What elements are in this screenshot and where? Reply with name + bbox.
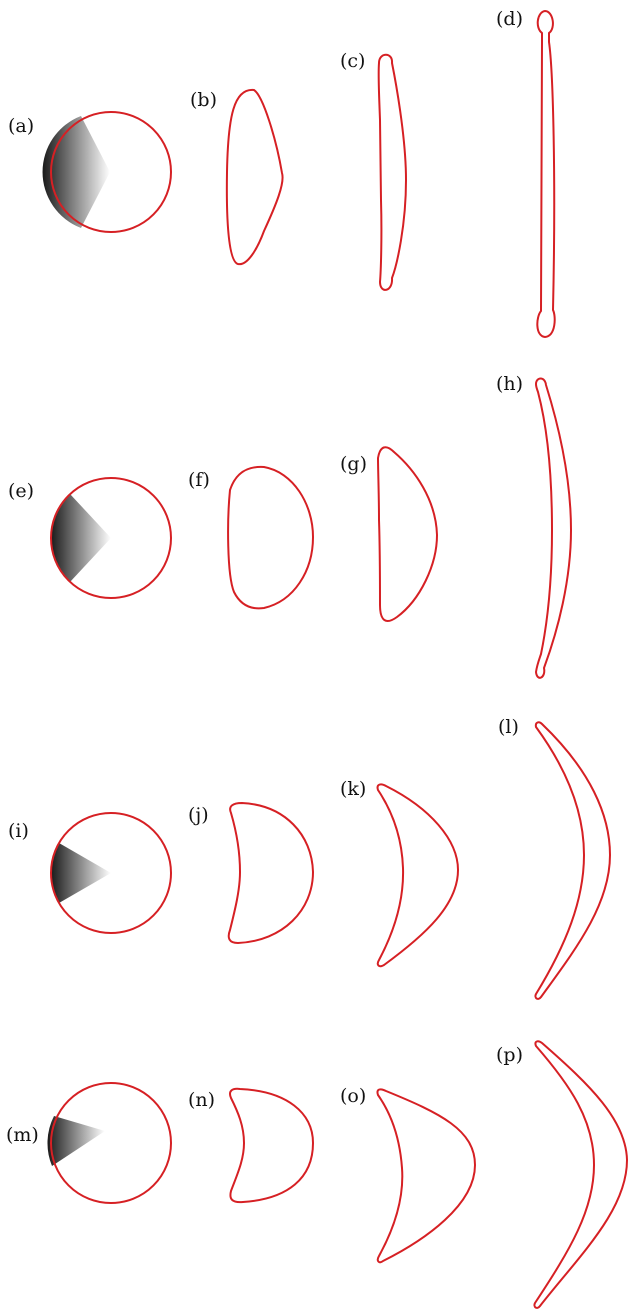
shape-outline-d: [536, 10, 556, 338]
panel-label-j: (j): [188, 804, 209, 826]
shaded-sector-m: [47, 1116, 105, 1166]
panel-m: (m): [6, 1082, 172, 1204]
panel-label-g: (g): [340, 453, 367, 475]
panel-label-e: (e): [8, 480, 34, 502]
panel-label-o: (o): [340, 1085, 366, 1107]
shape-outline-j: [227, 802, 314, 944]
shape-outline-k: [376, 783, 459, 968]
shape-outline-m: [50, 1082, 172, 1204]
shape-outline-n: [229, 1087, 314, 1204]
panel-h: (h): [496, 373, 572, 679]
panel-label-l: (l): [498, 716, 519, 738]
panel-l: (l): [498, 716, 611, 1000]
shaded-sector-e: [50, 494, 111, 582]
panel-j: (j): [188, 802, 314, 944]
panel-label-f: (f): [188, 469, 210, 491]
panel-c: (c): [340, 50, 407, 291]
shape-outline-f: [227, 465, 314, 610]
shape-outline-c: [377, 53, 407, 291]
panel-label-k: (k): [340, 778, 366, 800]
panel-a: (a): [8, 111, 172, 233]
shape-outline-b: [225, 88, 284, 266]
panel-label-b: (b): [190, 89, 217, 111]
panel-label-n: (n): [188, 1089, 215, 1111]
panel-label-i: (i): [8, 820, 29, 842]
panel-label-c: (c): [340, 50, 365, 72]
panel-k: (k): [340, 778, 459, 968]
panel-d: (d): [496, 8, 556, 338]
shape-outline-g: [377, 446, 438, 622]
panel-n: (n): [188, 1087, 314, 1204]
shaded-sector-i: [50, 843, 111, 903]
panel-g: (g): [340, 446, 438, 622]
shape-outline-l: [534, 721, 611, 1000]
panel-e: (e): [8, 477, 172, 599]
shape-outline-a: [50, 111, 172, 233]
shape-outline-o: [376, 1088, 476, 1264]
shape-outline-h: [535, 377, 572, 679]
panel-i: (i): [8, 812, 172, 934]
panel-label-h: (h): [496, 373, 523, 395]
shape-outline-p: [533, 1040, 628, 1309]
shape-outline-e: [50, 477, 172, 599]
panel-f: (f): [188, 465, 314, 610]
panel-o: (o): [340, 1085, 476, 1264]
panel-label-d: (d): [496, 8, 523, 30]
shaded-sector-a: [42, 116, 110, 228]
panel-label-a: (a): [8, 115, 34, 137]
panel-p: (p): [496, 1040, 628, 1309]
panel-b: (b): [190, 88, 284, 266]
panel-label-p: (p): [496, 1044, 523, 1066]
panel-label-m: (m): [6, 1124, 39, 1146]
shape-outline-i: [50, 812, 172, 934]
